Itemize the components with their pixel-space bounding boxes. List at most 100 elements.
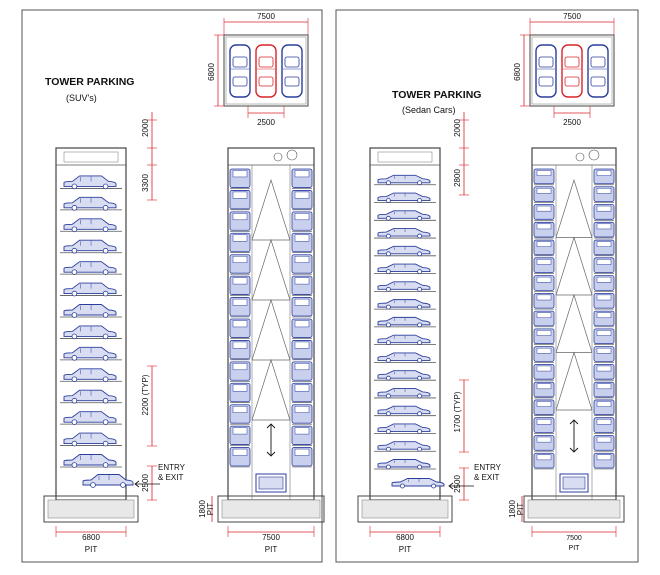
car-front-icon bbox=[291, 275, 313, 296]
car-front-icon bbox=[533, 168, 555, 186]
front-width-label: 6800 bbox=[82, 533, 100, 542]
car-plan-icon bbox=[587, 44, 609, 98]
car-top-view bbox=[587, 44, 609, 98]
side-pit-label: PIT bbox=[265, 545, 278, 554]
exit-label: & EXIT bbox=[474, 473, 499, 482]
front-elevation: 6800 PIT bbox=[357, 147, 453, 554]
car-front-icon bbox=[533, 221, 555, 239]
car-side-icon bbox=[63, 282, 117, 297]
car-front-icon bbox=[533, 399, 555, 417]
car-front-icon bbox=[291, 232, 313, 254]
dim-entry-label: 2500 bbox=[453, 475, 462, 493]
plan-view: 7500 6800 2500 bbox=[207, 12, 309, 127]
car-side-icon bbox=[377, 352, 431, 363]
lift-car-icon bbox=[562, 476, 586, 490]
car-plan-icon bbox=[229, 44, 251, 98]
car-top-view bbox=[561, 44, 583, 98]
car-side-icon bbox=[63, 218, 117, 233]
car-front-icon bbox=[593, 310, 615, 328]
dim-typ-label: 2200 (TYP) bbox=[141, 374, 150, 415]
car-front-icon bbox=[533, 186, 555, 203]
car-front-icon bbox=[291, 211, 313, 232]
car-front-icon bbox=[533, 204, 555, 221]
panel-border bbox=[21, 9, 323, 563]
car-front-icon bbox=[593, 435, 615, 452]
car-side-icon bbox=[63, 175, 117, 190]
car-side-icon bbox=[377, 334, 431, 346]
car-plan-icon bbox=[255, 44, 277, 98]
car-plan-icon bbox=[535, 44, 557, 98]
pit-dimension: 1800 PIT bbox=[198, 496, 215, 522]
car-front-icon bbox=[291, 168, 313, 189]
car-front-icon bbox=[291, 318, 313, 339]
truss-segment bbox=[555, 351, 593, 411]
car-front-icon bbox=[229, 190, 251, 211]
side-car-stack bbox=[229, 168, 313, 468]
height-dimensions: 2000 3300 2200 (TYP) 2500 ENTRY & EXIT bbox=[134, 112, 186, 501]
car-front-icon bbox=[593, 204, 615, 221]
front-level-stack bbox=[374, 174, 436, 470]
pit-dimension: 1800 PIT bbox=[508, 496, 525, 522]
panel-border bbox=[335, 9, 639, 563]
car-front-icon bbox=[229, 404, 251, 425]
truss-segment bbox=[555, 293, 593, 353]
car-front-icon bbox=[533, 452, 555, 470]
car-front-icon bbox=[533, 364, 555, 381]
front-width-label: 6800 bbox=[396, 533, 414, 542]
car-front-icon bbox=[533, 292, 555, 310]
car-side-icon bbox=[82, 474, 134, 488]
side-car-stack bbox=[533, 168, 615, 470]
car-front-icon bbox=[229, 447, 251, 468]
dim-first-label: 2800 bbox=[453, 169, 462, 187]
panel-title: TOWER PARKING bbox=[392, 89, 481, 101]
plan-door-label: 2500 bbox=[257, 118, 275, 127]
truss-segment bbox=[251, 178, 291, 241]
car-top-view bbox=[535, 44, 557, 98]
lift-arrow-icon bbox=[266, 423, 276, 457]
side-elevation: 7500 PIT bbox=[523, 147, 625, 552]
plan-view: 7500 6800 2500 bbox=[513, 12, 615, 127]
suv-tower-panel: TOWER PARKING (SUV's) 7500 6800 2500 bbox=[21, 9, 325, 563]
lift-arrow-icon bbox=[569, 419, 579, 453]
car-front-icon bbox=[533, 417, 555, 434]
car-front-icon bbox=[291, 297, 313, 318]
sedan-tower-panel: TOWER PARKING (Sedan Cars) 7500 6800 250… bbox=[335, 9, 639, 563]
car-side-icon bbox=[63, 432, 117, 447]
car-front-icon bbox=[593, 364, 615, 381]
car-side-icon bbox=[63, 368, 117, 383]
car-front-icon bbox=[593, 221, 615, 239]
car-front-icon bbox=[291, 190, 313, 211]
front-level-stack bbox=[60, 175, 122, 468]
front-elevation: 6800 PIT bbox=[43, 147, 139, 554]
exit-label: & EXIT bbox=[158, 473, 183, 482]
car-side-icon bbox=[377, 370, 431, 381]
car-top-view bbox=[255, 44, 277, 98]
car-front-icon bbox=[291, 254, 313, 275]
car-side-icon bbox=[63, 261, 117, 275]
car-side-icon bbox=[63, 239, 117, 254]
car-front-icon bbox=[229, 211, 251, 232]
car-front-icon bbox=[291, 361, 313, 382]
pit-depth-caption: PIT bbox=[206, 503, 215, 516]
car-side-icon bbox=[377, 405, 431, 417]
car-side-icon bbox=[377, 441, 431, 452]
front-pit-label: PIT bbox=[85, 545, 98, 554]
height-dimensions: 2000 2800 1700 (TYP) 2500 ENTRY & EXIT bbox=[448, 112, 502, 501]
car-front-icon bbox=[533, 257, 555, 274]
car-front-icon bbox=[533, 435, 555, 452]
car-plan-icon bbox=[281, 44, 303, 98]
car-front-icon bbox=[291, 404, 313, 425]
car-side-icon bbox=[377, 316, 431, 328]
side-width-label: 7500 bbox=[262, 533, 280, 542]
front-pit-label: PIT bbox=[399, 545, 412, 554]
panel-subtitle: (Sedan Cars) bbox=[402, 105, 456, 115]
lift-truss bbox=[555, 178, 593, 411]
car-side-icon bbox=[63, 346, 117, 361]
lift-truss bbox=[251, 178, 291, 421]
side-width-label: 7500 bbox=[566, 535, 582, 542]
truss-segment bbox=[251, 298, 291, 361]
car-side-icon bbox=[63, 389, 117, 404]
dim-entry-label: 2500 bbox=[141, 474, 150, 492]
car-side-icon bbox=[377, 281, 431, 292]
car-front-icon bbox=[593, 186, 615, 203]
